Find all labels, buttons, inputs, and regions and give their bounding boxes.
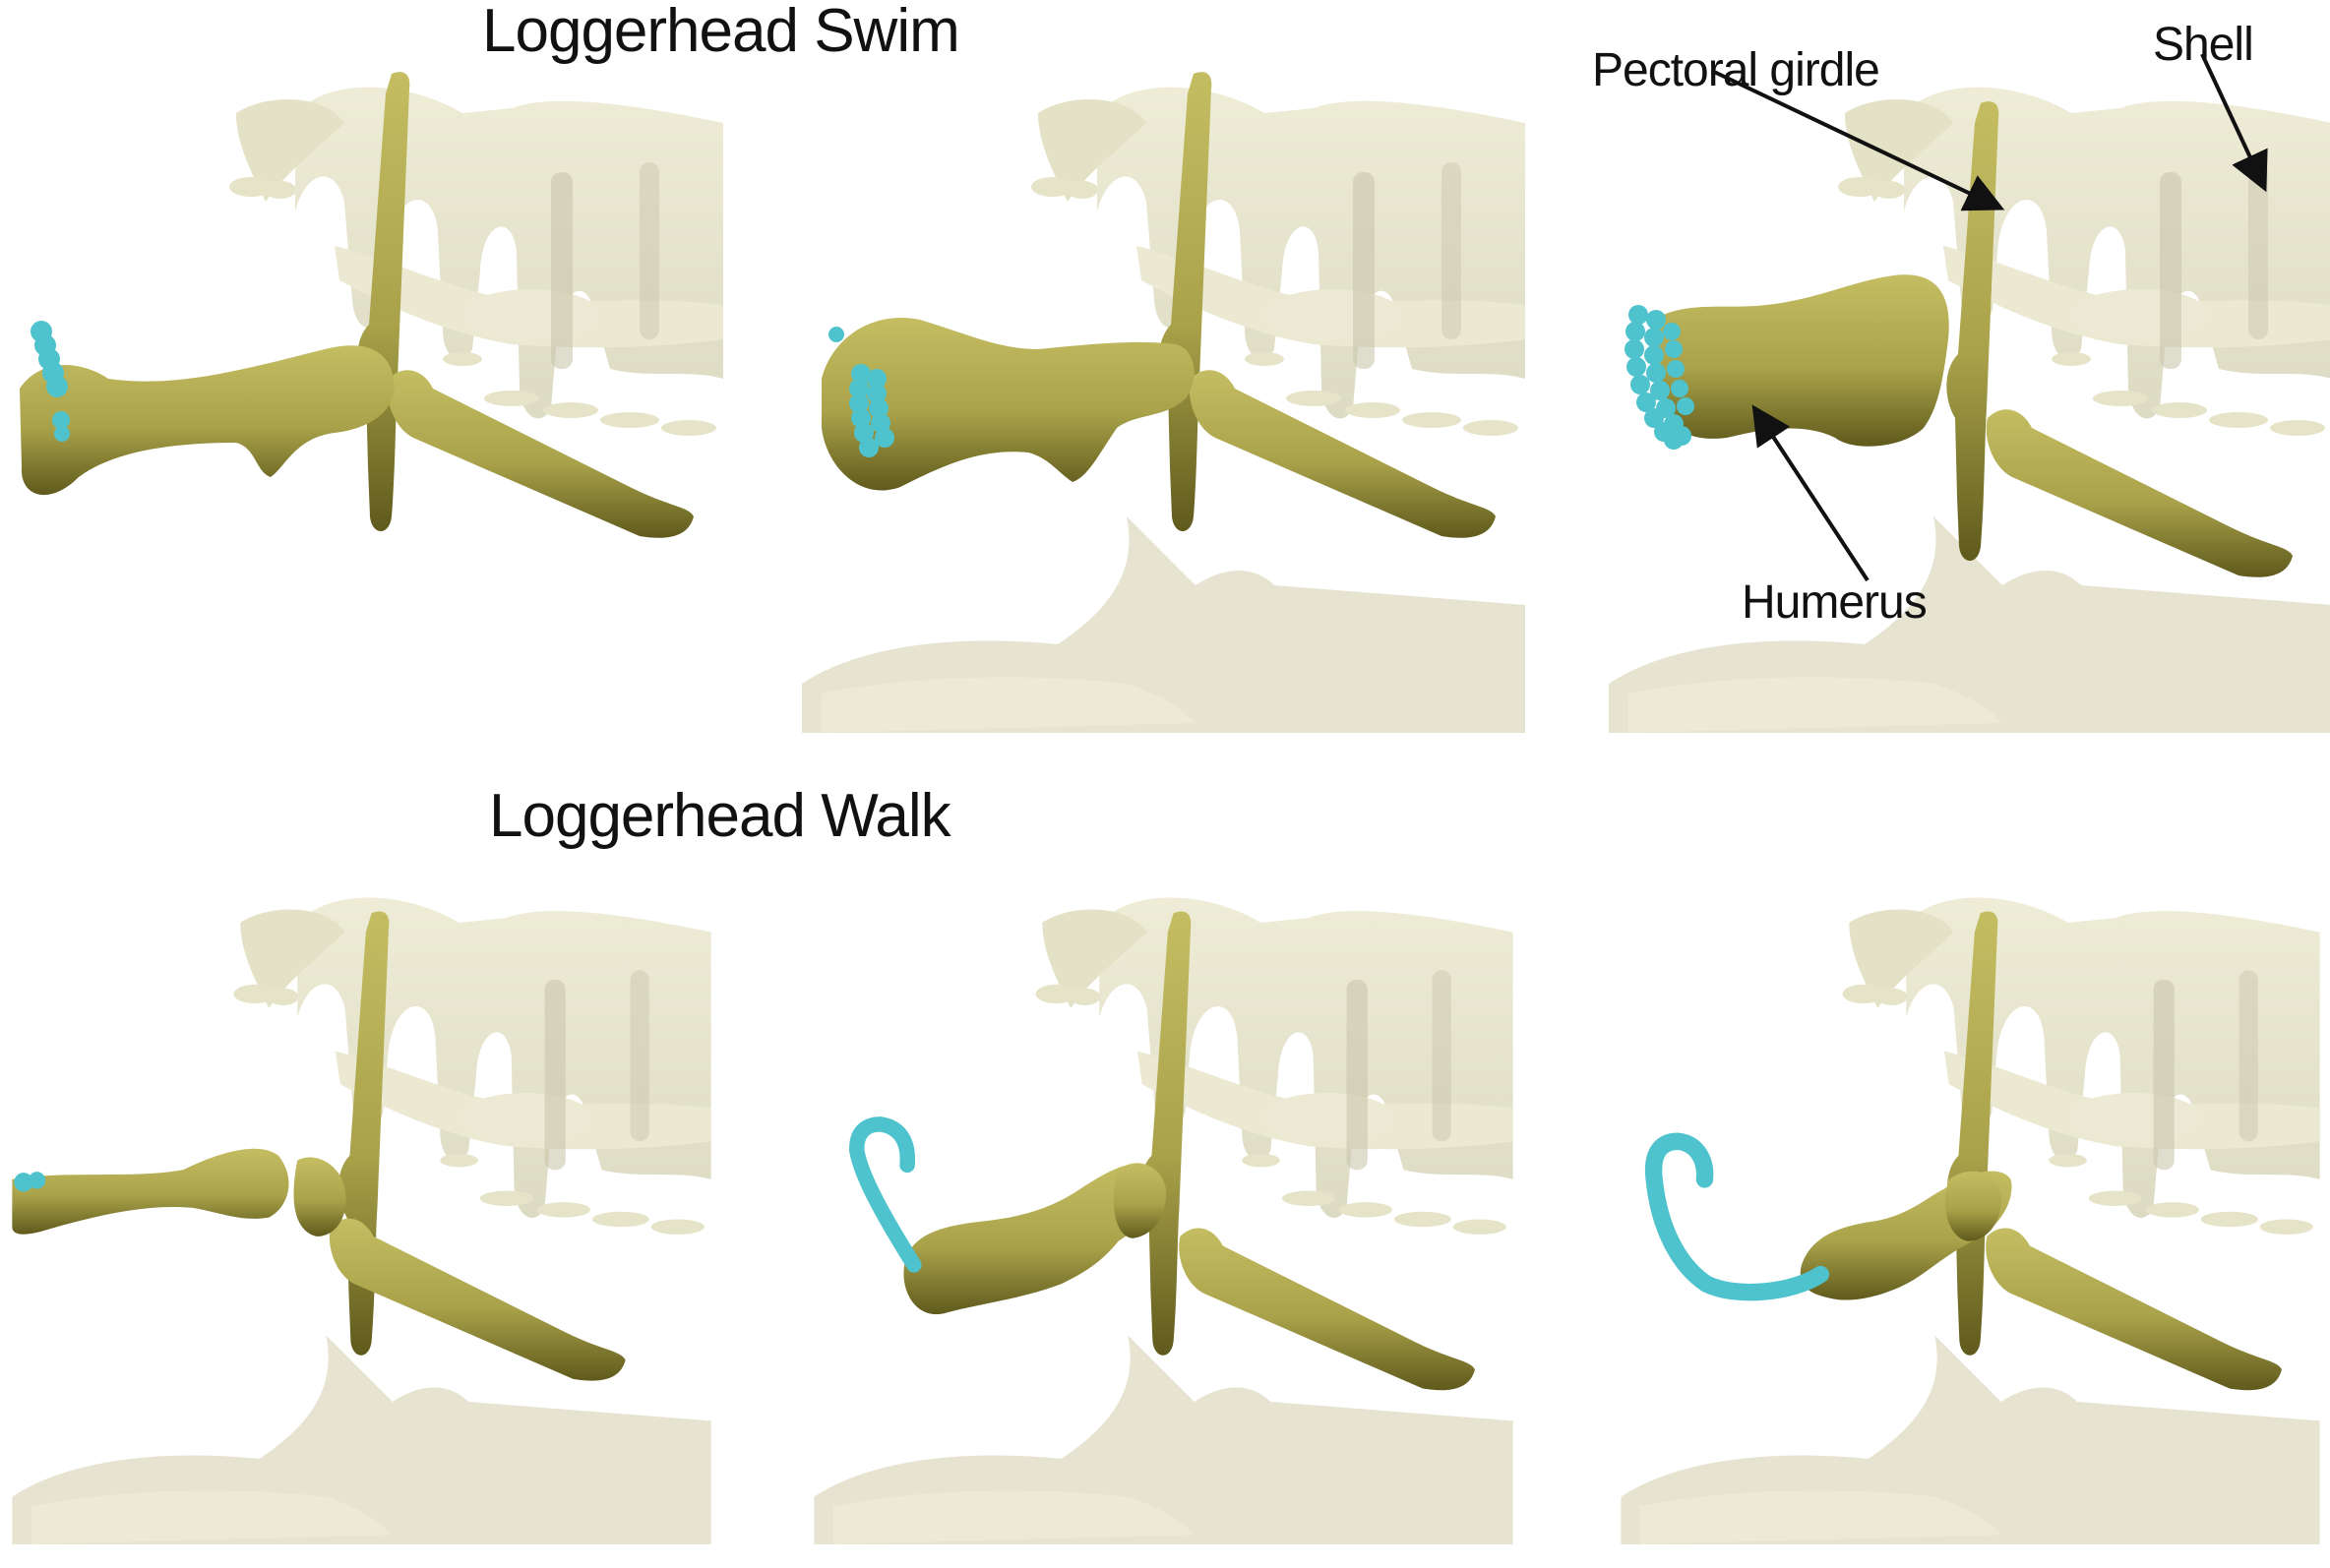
panel-swim-3: [1609, 54, 2330, 733]
title-loggerhead-walk: Loggerhead Walk: [489, 782, 951, 850]
label-humerus: Humerus: [1742, 576, 1928, 629]
trajectory-path: [849, 1116, 922, 1273]
label-shell: Shell: [2153, 19, 2254, 71]
humerus: [12, 1148, 289, 1235]
humerus: [822, 318, 1195, 491]
humerus: [1653, 274, 1949, 447]
label-pectoral-girdle: Pectoral girdle: [1592, 44, 1880, 96]
panel-walk-1: [0, 866, 723, 1544]
trajectory-beads: [31, 321, 70, 442]
panel-walk-2: [802, 866, 1525, 1544]
humerus: [20, 345, 395, 496]
panel-swim-1: [0, 54, 723, 733]
title-loggerhead-swim: Loggerhead Swim: [482, 0, 960, 65]
trajectory-path: [1644, 1132, 1829, 1301]
humerus: [903, 1164, 1150, 1315]
trajectory-beads: [14, 1172, 46, 1192]
panel-walk-3: [1609, 866, 2330, 1544]
trajectory-beads: [828, 327, 894, 457]
panel-swim-2: [802, 54, 1525, 733]
trajectory-beads: [1625, 305, 1694, 450]
